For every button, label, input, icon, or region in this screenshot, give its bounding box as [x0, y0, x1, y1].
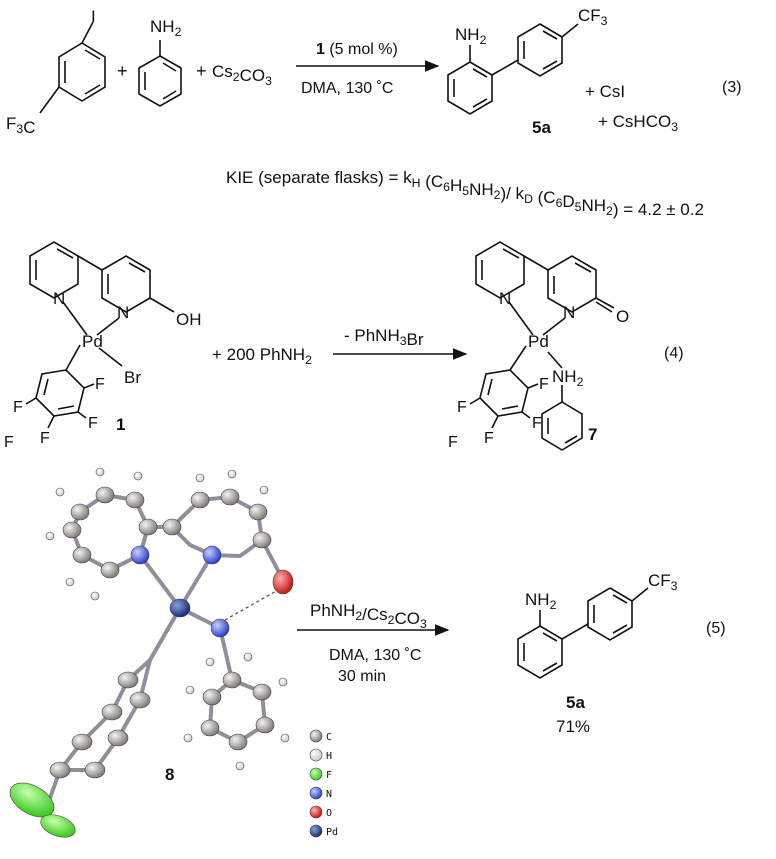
complex1-f1: F — [95, 376, 105, 393]
byproduct-csi: + CsI — [585, 82, 625, 101]
complex7-nh2: NH2 — [552, 367, 584, 389]
complex1-label: 1 — [116, 415, 125, 434]
crystal-atoms — [9, 467, 294, 838]
eq4-number: (4) — [664, 345, 684, 362]
legend-palladium: Pd — [309, 824, 338, 838]
complex7-o: O — [616, 307, 629, 326]
eq5-arrow-bottom2: 30 min — [338, 668, 386, 685]
plus-sign-1: + — [117, 61, 128, 81]
complex7-f3: F — [532, 415, 542, 432]
complex7-f5: F — [448, 434, 458, 451]
atom-n1 — [130, 545, 150, 565]
complex1-f4: F — [40, 430, 50, 447]
atom-n2 — [202, 545, 222, 565]
product-yield: 71% — [556, 717, 590, 736]
legend-oxygen: O — [309, 805, 332, 819]
complex7-f2: F — [457, 399, 467, 416]
base-label: Cs2CO3 — [212, 62, 272, 88]
crystal-structure-8 — [9, 467, 294, 838]
eq3 — [39, 21, 579, 115]
complex-1-structure — [25, 241, 175, 429]
catalyst-label: 1 (5 mol %) — [316, 41, 398, 58]
svg-text:C: C — [326, 732, 332, 743]
product-label-5a-eq5: 5a — [566, 693, 585, 712]
atom-legend: C H F N O Pd — [309, 729, 338, 838]
eq5-arrow-bottom1: DMA, 130 ˚C — [329, 647, 421, 664]
eq4 — [25, 241, 615, 451]
eq3-text: I F3C + NH2 + Cs2CO3 1 (5 mol %) DMA, 13… — [6, 6, 742, 219]
complex1-br: Br — [124, 368, 141, 387]
complex1-n-right: N — [117, 303, 129, 322]
legend-hydrogen: H — [309, 748, 332, 762]
eq5 — [297, 587, 649, 679]
svg-text:H: H — [326, 751, 332, 762]
legend-fluorine: F — [309, 767, 332, 781]
product-5a-structure-eq5 — [517, 587, 649, 679]
atom-n3 — [210, 618, 230, 638]
complex1-f3: F — [88, 415, 98, 432]
nh2-label-aniline: NH2 — [150, 17, 182, 39]
complex7-f1: F — [539, 376, 549, 393]
reagent-aniline: + 200 PhNH2 — [212, 345, 312, 367]
eq5-text: 8 PhNH2/Cs2CO3 DMA, 130 ˚C 30 min NH2 CF… — [165, 571, 726, 784]
complex7-n-left: N — [499, 289, 511, 308]
atom-f2 — [40, 814, 76, 838]
plus-sign-2: + — [196, 61, 207, 81]
atom-pd — [169, 598, 191, 618]
eq5-arrow-top: PhNH2/Cs2CO3 — [310, 601, 427, 631]
nh2-label-product: NH2 — [455, 25, 487, 47]
complex7-f4: F — [484, 430, 494, 447]
complex7-n-right: N — [563, 303, 575, 322]
conditions-label: DMA, 130 ˚C — [301, 80, 393, 97]
complex1-f5: F — [4, 434, 14, 451]
complex-7-structure — [469, 241, 615, 451]
svg-text:N: N — [326, 789, 332, 800]
eq4-arrow-label: - PhNH3Br — [344, 326, 424, 349]
byproduct-cshco3: + CsHCO3 — [598, 112, 678, 134]
complex1-oh: OH — [176, 310, 202, 329]
cf3-label-reactant: F3C — [6, 114, 35, 137]
svg-text:F: F — [326, 770, 332, 781]
iodobenzotrifluoride-structure — [39, 21, 106, 114]
complex7-label: 7 — [588, 425, 597, 444]
svg-text:O: O — [326, 808, 332, 819]
complex1-f2: F — [13, 399, 23, 416]
product-5a-structure — [447, 23, 579, 115]
eq3-number: (3) — [722, 79, 742, 96]
crystal-label-8: 8 — [165, 765, 174, 784]
nh2-label-product-eq5: NH2 — [525, 590, 557, 612]
legend-carbon: C — [309, 729, 332, 743]
atom-f1 — [9, 782, 55, 818]
cf3-label-product-eq5: CF3 — [648, 571, 678, 593]
eq5-number: (5) — [706, 620, 726, 637]
svg-text:Pd: Pd — [326, 827, 338, 838]
kie-statement: KIE (separate flasks) = kH (C6H5NH2)/ kD… — [226, 168, 704, 219]
complex7-pd: Pd — [528, 332, 549, 351]
cf3-label-product: CF3 — [578, 6, 608, 28]
legend-nitrogen: N — [309, 786, 332, 800]
atom-o — [272, 569, 294, 595]
product-label-5a: 5a — [532, 118, 551, 137]
aniline-structure — [138, 40, 182, 107]
eq4-text: N N Pd OH Br F F F F F 1 + 200 PhNH2 - P… — [4, 289, 684, 451]
complex1-n-left: N — [53, 289, 65, 308]
iodine-label: I — [91, 7, 96, 26]
complex1-pd: Pd — [82, 332, 103, 351]
